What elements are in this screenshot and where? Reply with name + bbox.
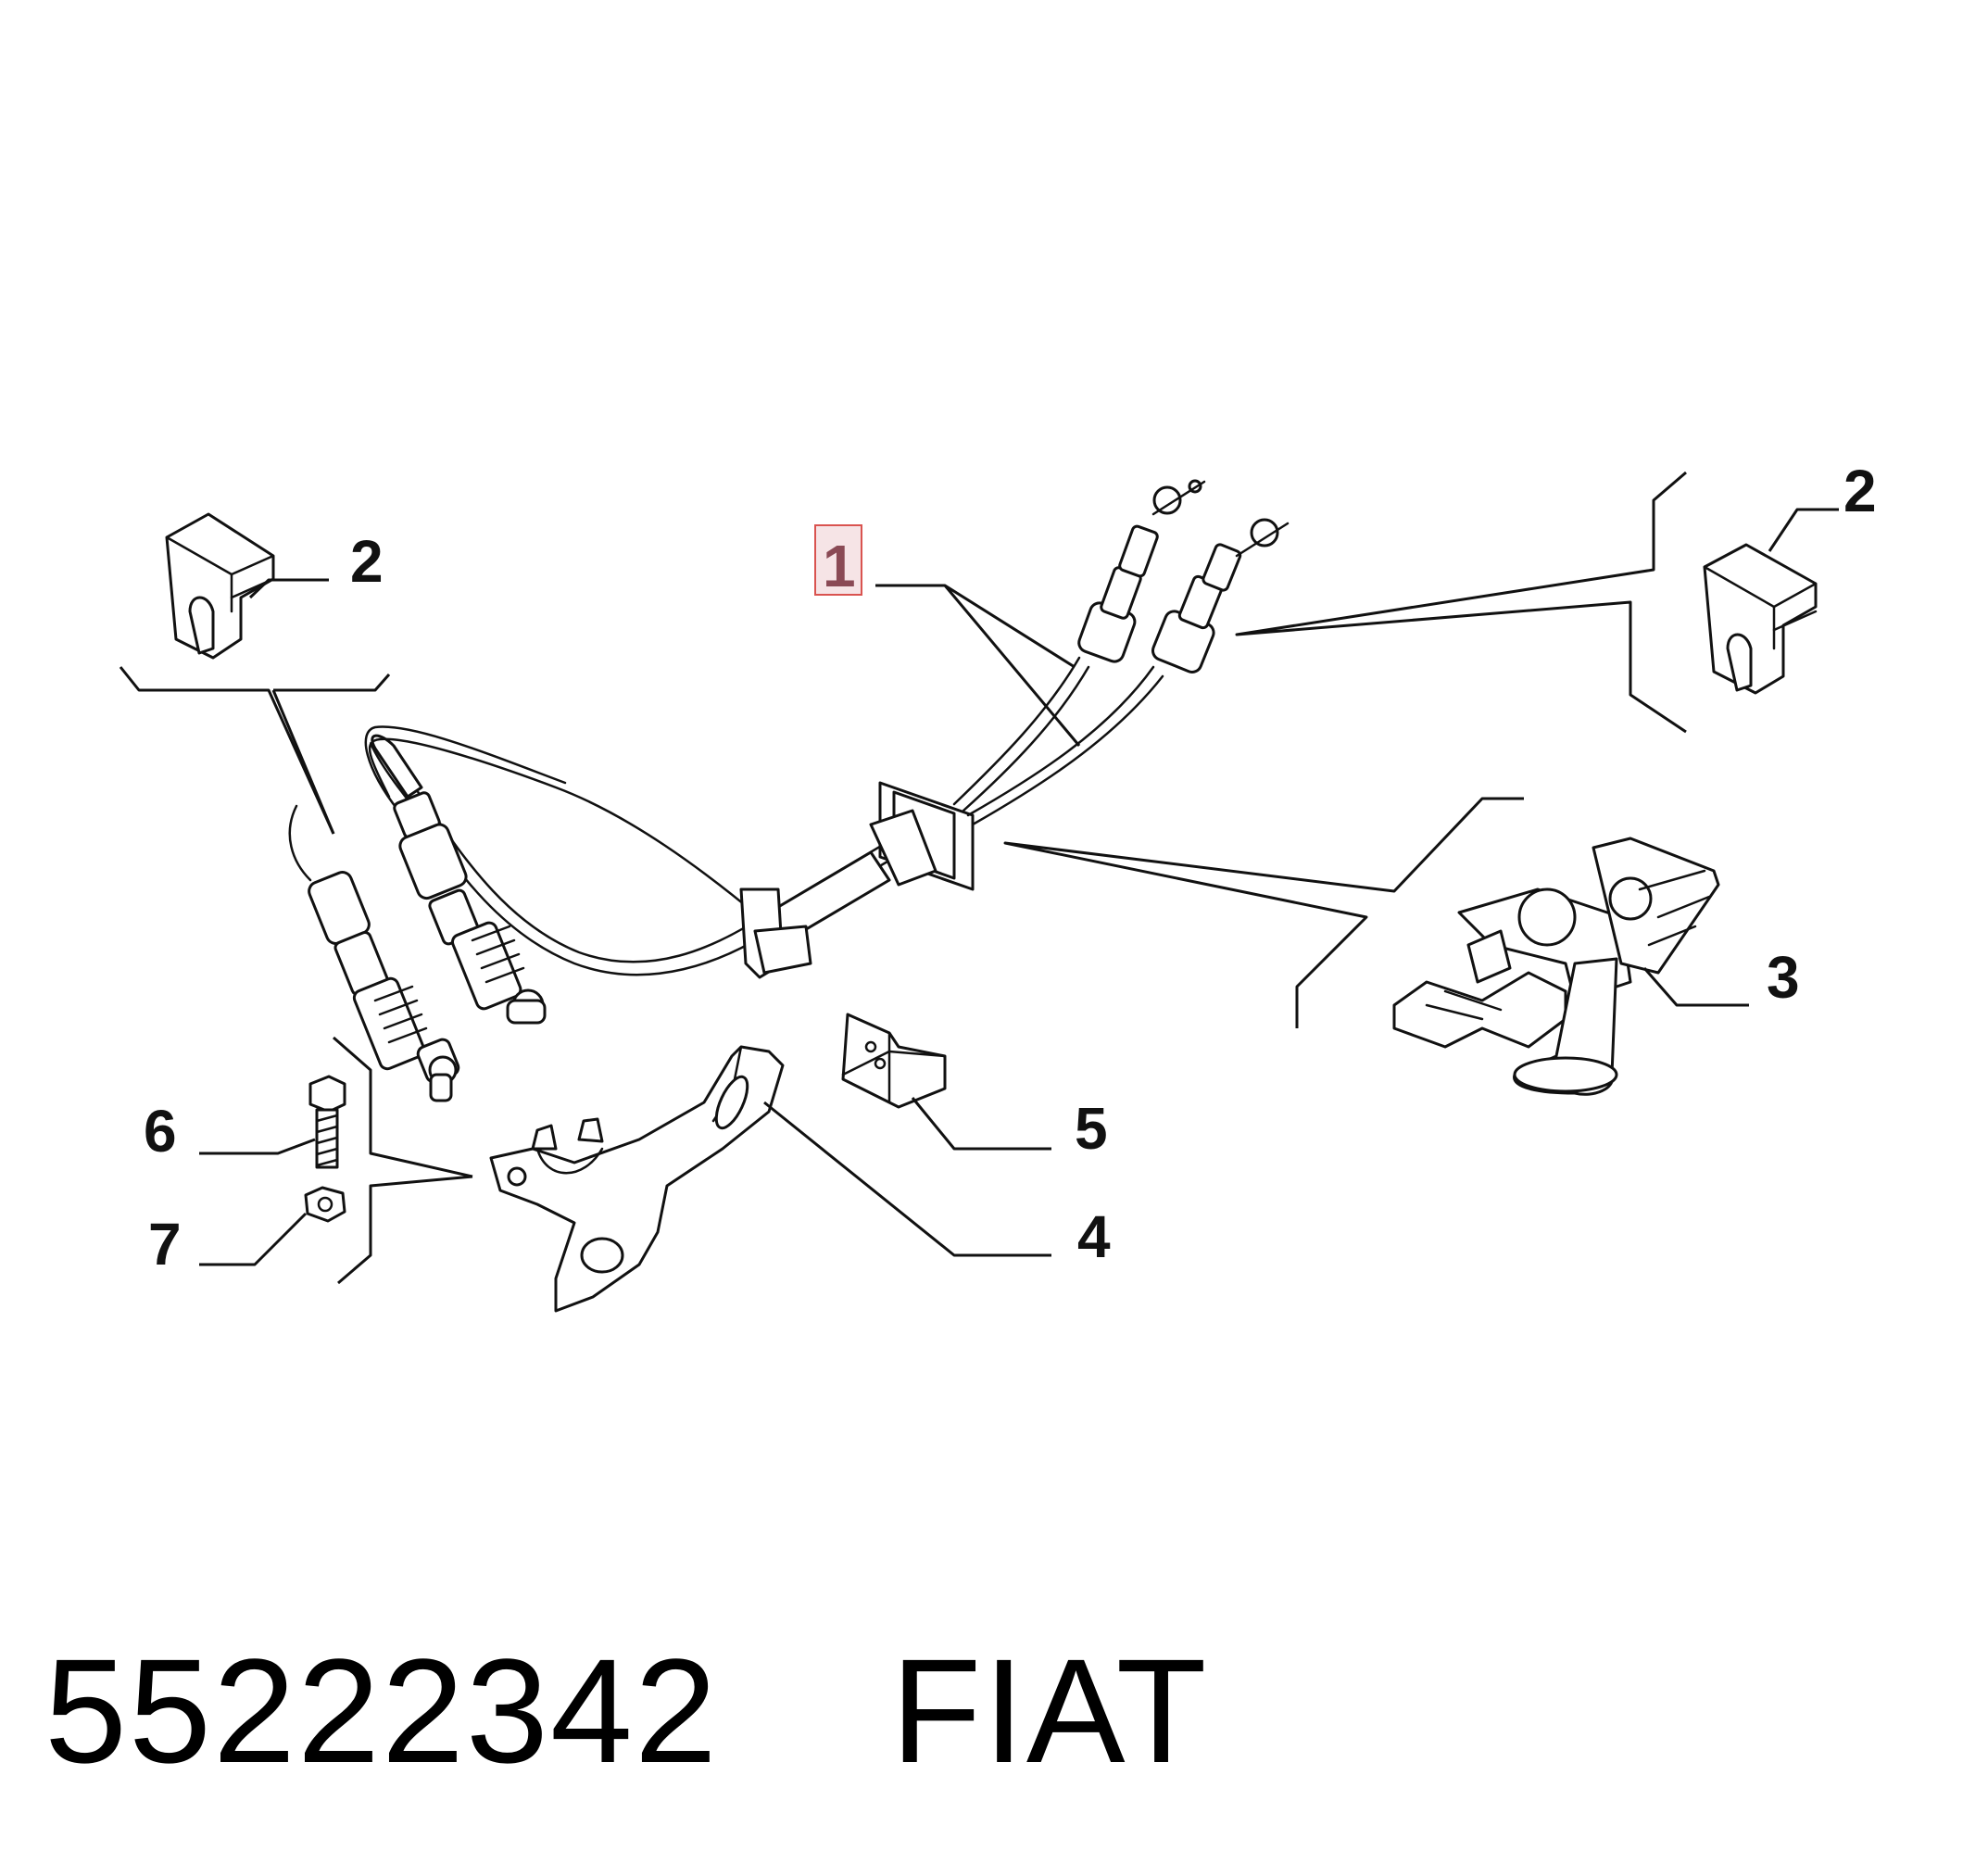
group-bracket-support xyxy=(1003,797,1524,1028)
callout-2-left[interactable]: 2 xyxy=(350,528,384,595)
group-bracket-left-ends xyxy=(119,666,335,835)
callout-1[interactable]: 1 xyxy=(823,533,856,599)
leader-3 xyxy=(1642,967,1749,1007)
retaining-clip-right xyxy=(1703,543,1818,695)
retaining-clip-left xyxy=(165,512,275,660)
callout-1-highlight xyxy=(814,524,862,596)
bolt xyxy=(308,1075,346,1169)
nut xyxy=(304,1186,346,1223)
leader-4 xyxy=(763,1101,1051,1257)
cable-support-bracket xyxy=(1392,837,1720,1096)
support-plate xyxy=(841,1013,947,1109)
parts-diagram: 1 2 2 3 4 5 6 7 xyxy=(119,458,1877,1313)
leader-6 xyxy=(199,1138,316,1155)
callout-3[interactable]: 3 xyxy=(1767,944,1800,1011)
part-number: 55222342 xyxy=(44,1628,719,1794)
leader-5 xyxy=(911,1097,1051,1151)
part-caption: 55222342 FIAT xyxy=(44,1626,1208,1796)
callout-4[interactable]: 4 xyxy=(1077,1203,1111,1270)
cable-end-fitting-left-b xyxy=(393,791,547,1025)
leader-7 xyxy=(199,1212,308,1266)
callout-6[interactable]: 6 xyxy=(144,1098,177,1164)
callout-7[interactable]: 7 xyxy=(148,1211,182,1278)
group-bracket-fasteners xyxy=(333,1036,473,1285)
leader-2-left xyxy=(248,578,329,599)
cable-end-fitting-left-a xyxy=(288,804,460,1102)
callout-5[interactable]: 5 xyxy=(1075,1095,1108,1162)
cable-grommet xyxy=(739,781,975,979)
cable-end-fitting-right-b xyxy=(1151,518,1290,673)
leader-1 xyxy=(875,584,1081,747)
gearshift-cable-assembly xyxy=(288,479,1290,1102)
group-bracket-right-clip xyxy=(1235,471,1687,734)
brand-name: FIAT xyxy=(890,1628,1209,1794)
callout-2-right[interactable]: 2 xyxy=(1843,458,1877,524)
cable-end-fitting-right-a xyxy=(1077,479,1206,663)
leader-2-right xyxy=(1768,508,1839,552)
mounting-bracket xyxy=(489,1045,785,1313)
group-bracket-left-ends-b xyxy=(271,673,391,835)
